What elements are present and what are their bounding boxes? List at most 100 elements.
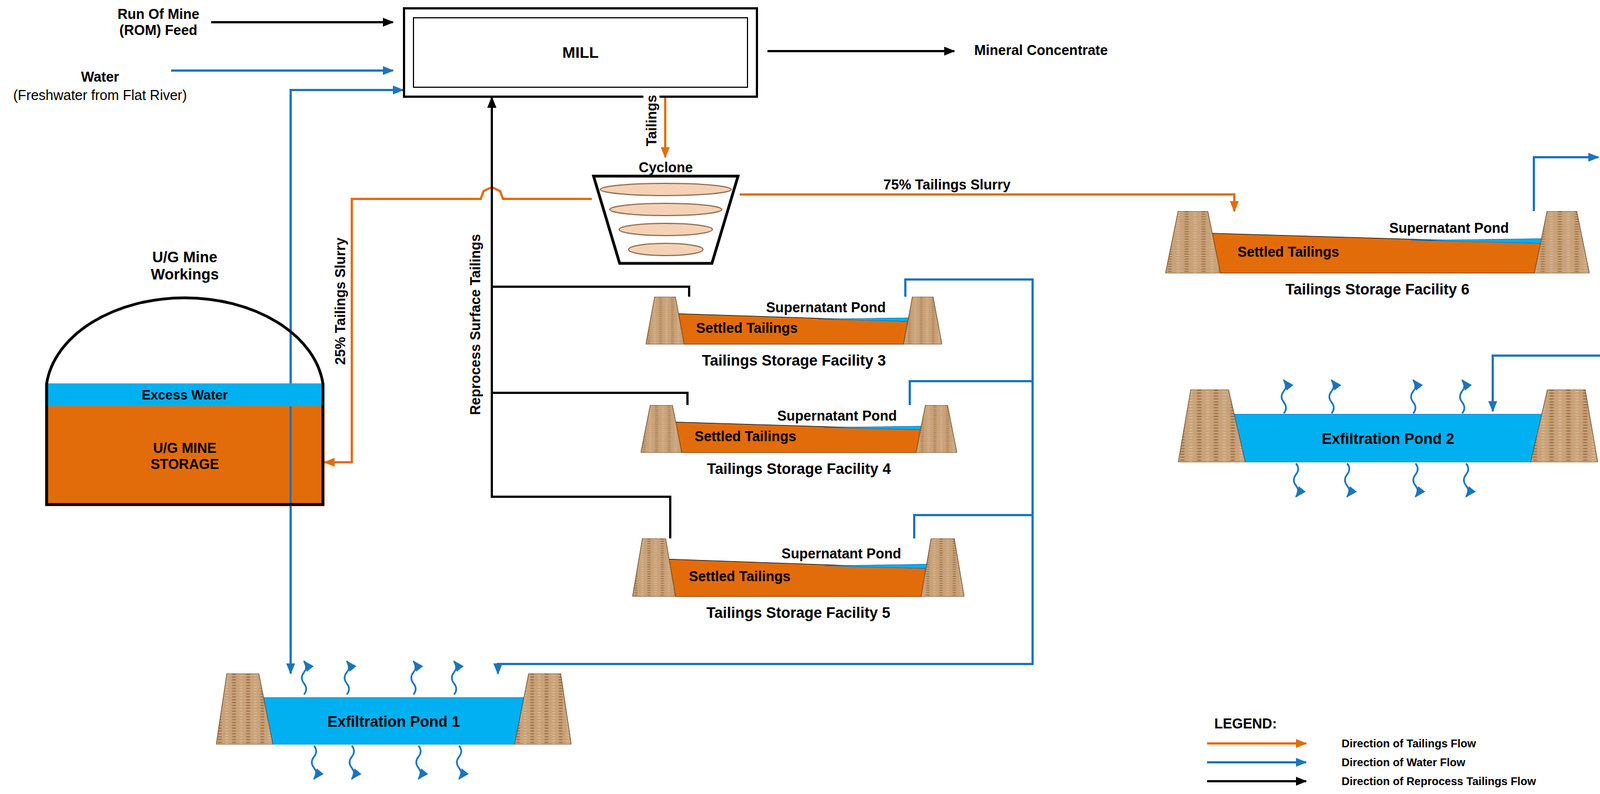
exfiltration-arrow [1344, 463, 1350, 497]
legend-reprocess-sample [1207, 780, 1307, 783]
flow-connector [289, 406, 292, 674]
berm [1165, 211, 1221, 274]
berm [1530, 389, 1598, 463]
flow-connector [324, 187, 592, 463]
settled-tailings [666, 421, 932, 453]
settled-tailings [659, 559, 938, 597]
storage-fill [45, 406, 325, 507]
exfiltration-arrow [411, 661, 416, 695]
process-box: MILL [402, 7, 759, 98]
legend-entry: Direction of Tailings Flow [1341, 737, 1477, 751]
berm [915, 405, 957, 453]
pond-water [258, 698, 530, 745]
flow-connector [664, 97, 667, 158]
supernatant-water [824, 426, 932, 431]
settled-tailings [1199, 232, 1556, 274]
flow-connector [290, 90, 403, 384]
cyclone-body [593, 176, 739, 264]
exfiltration-pond: Exfiltration Pond 1 [216, 673, 572, 745]
pond-label: Exfiltration Pond 2 [1321, 431, 1455, 449]
supernatant-water [824, 564, 938, 569]
exfiltration-arrow [1411, 380, 1416, 414]
pond-illustration [1165, 211, 1590, 274]
tailings-label: Settled Tailings [696, 320, 799, 337]
exfiltration-arrow [416, 745, 421, 780]
settled-tailings [669, 313, 919, 345]
supernatant-label: Supernatant Pond [1389, 220, 1509, 237]
mine-workings-dome: U/G Mine WorkingsExcess WaterU/G MINE ST… [45, 285, 325, 507]
edge-label: 25% Tailings Slurry [332, 235, 349, 368]
cyclone-node: Cyclone [591, 157, 740, 266]
pond-illustration [216, 673, 572, 745]
supernatant-label: Supernatant Pond [765, 299, 886, 316]
supernatant-label: Supernatant Pond [777, 407, 897, 425]
flow-connector [497, 381, 1033, 674]
legend-tailings-sample [1207, 742, 1307, 745]
berm [514, 673, 572, 745]
berm [645, 296, 685, 345]
concentrate-arrow [767, 50, 955, 53]
facility-title: Tailings Storage Facility 6 [1285, 281, 1470, 299]
berm [903, 296, 942, 345]
facility-title: Tailings Storage Facility 4 [706, 460, 891, 478]
berm [1534, 211, 1590, 274]
exfiltration-arrow [1281, 380, 1287, 414]
pond-label: Exfiltration Pond 1 [327, 714, 461, 732]
process-label: MILL [562, 43, 599, 62]
facility-title: Tailings Storage Facility 5 [706, 604, 891, 622]
edge-label: 75% Tailings Slurry [881, 176, 1014, 193]
flow-label: Run Of Mine (ROM) Feed [102, 6, 214, 39]
storage-band: Excess Water [45, 383, 325, 407]
exfiltration-pond: Exfiltration Pond 2 [1178, 389, 1598, 463]
flow-label: Mineral Concentrate [974, 42, 1108, 59]
cyclone-swirl [619, 223, 713, 236]
legend-title: LEGEND: [1214, 715, 1278, 732]
band-label: Excess Water [141, 387, 228, 403]
water-arrow [171, 69, 393, 72]
tailings-storage-facility: Supernatant PondSettled TailingsTailings… [632, 538, 965, 597]
cyclone-label: Cyclone [638, 159, 693, 176]
pond-water [1228, 414, 1548, 463]
flow-label: (Freshwater from Flat River) [13, 87, 188, 104]
tailings-label: Settled Tailings [694, 428, 797, 445]
exfiltration-arrow [1463, 463, 1469, 497]
exfiltration-arrow [1329, 380, 1334, 414]
tailings-label: Settled Tailings [1237, 243, 1340, 261]
edge-label: Reprocess Surface Tailings [467, 231, 484, 418]
cyclone-swirl [609, 203, 722, 216]
exfiltration-arrow [456, 745, 462, 780]
flow-connector [739, 194, 1235, 212]
tailings-storage-facility: Supernatant PondSettled TailingsTailings… [1165, 211, 1590, 274]
berm [1178, 389, 1246, 463]
dome-title: U/G Mine Workings [121, 248, 249, 284]
edge-layer [290, 90, 1235, 674]
facility-title: Tailings Storage Facility 3 [701, 352, 886, 370]
cyclone-swirl [600, 183, 732, 196]
dome-path [46, 297, 323, 505]
berm [632, 538, 676, 597]
exfiltration-arrow [451, 661, 457, 695]
pond-illustration [1178, 389, 1598, 463]
excess-water-fill [45, 383, 325, 407]
flow-label: Water [81, 68, 120, 86]
exfiltration-arrow [1293, 463, 1299, 497]
exfiltration-arrow [301, 661, 307, 695]
band-label: U/G MINE STORAGE [132, 440, 238, 473]
exfiltration-arrow [311, 745, 317, 780]
supernatant-label: Supernatant Pond [781, 545, 901, 562]
exfiltration-arrow [349, 745, 355, 780]
legend-water-sample [1207, 761, 1307, 764]
tailings-storage-facility: Supernatant PondSettled TailingsTailings… [645, 296, 942, 345]
tsf6-outflow [1533, 157, 1599, 212]
flow-connector [497, 515, 1033, 674]
flow-connector [497, 279, 1033, 674]
tailings-label: Settled Tailings [688, 568, 791, 585]
supernatant-water [1411, 238, 1556, 244]
legend-entry: Direction of Water Flow [1341, 756, 1466, 770]
exfiltration-arrow [344, 661, 350, 695]
berm [640, 405, 682, 453]
exfiltration-arrow [1413, 463, 1418, 497]
edge-label: Tailings [643, 92, 660, 149]
berm [216, 673, 273, 745]
